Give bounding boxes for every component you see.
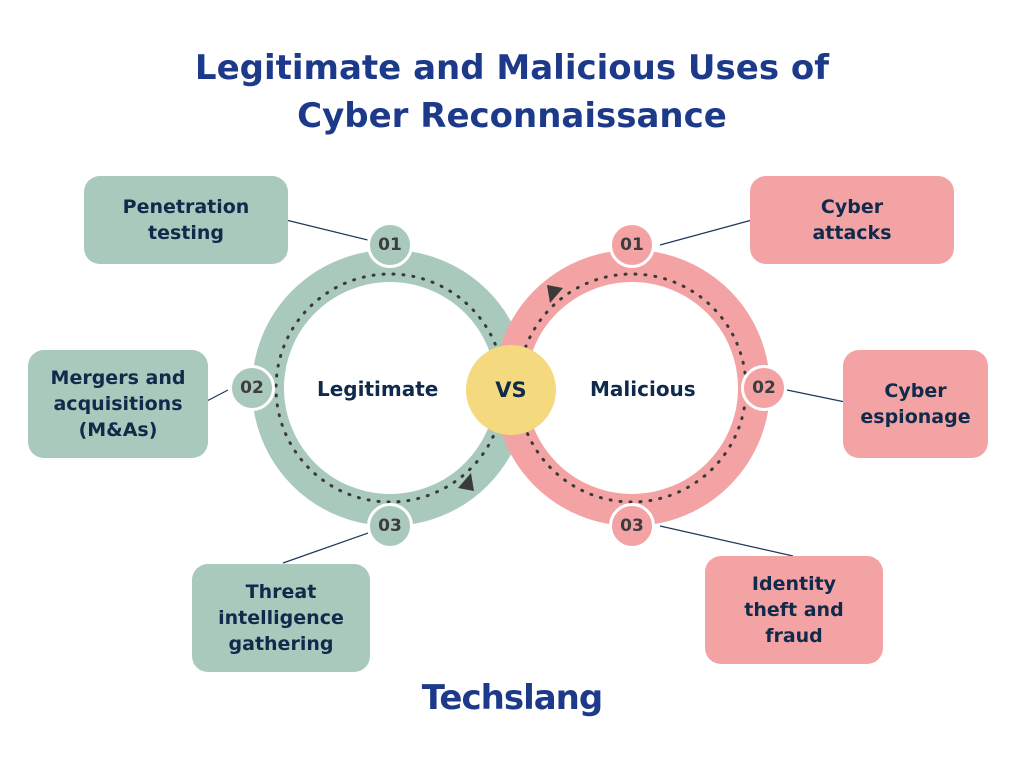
malicious-badge-3: 03 — [609, 503, 655, 549]
legitimate-item-3-box: Threat intelligence gathering — [192, 564, 370, 672]
malicious-center-label: Malicious — [590, 377, 696, 401]
malicious-item-3-box: Identity theft and fraud — [705, 556, 883, 664]
legitimate-item-1-box: Penetration testing — [84, 176, 288, 264]
legitimate-badge-2: 02 — [229, 365, 275, 411]
malicious-item-2-box: Cyber espionage — [843, 350, 988, 458]
legitimate-badge-3: 03 — [367, 503, 413, 549]
connector-line — [204, 389, 229, 403]
malicious-badge-1: 01 — [609, 222, 655, 268]
legitimate-item-1-label: Penetration testing — [122, 196, 250, 244]
brand-logo: Techslang — [421, 678, 603, 718]
connector-line — [659, 525, 794, 557]
title-line-1: Legitimate and Malicious Uses of — [194, 48, 830, 88]
legitimate-arrow-icon — [458, 473, 474, 491]
connector-line — [659, 219, 753, 246]
legitimate-item-2-box: Mergers and acquisitions (M&As) — [28, 350, 208, 458]
vs-badge: VS — [466, 345, 556, 435]
malicious-item-2-label: Cyber espionage — [860, 380, 971, 428]
connector-line — [786, 389, 846, 403]
malicious-item-1-label: Cyber attacks — [812, 196, 892, 244]
malicious-badge-2: 02 — [741, 365, 787, 411]
legitimate-center-label: Legitimate — [317, 377, 439, 401]
page-title: Legitimate and Malicious Uses of Cyber R… — [0, 44, 1024, 140]
legitimate-item-2-label: Mergers and acquisitions (M&As) — [50, 367, 186, 441]
title-line-2: Cyber Reconnaissance — [297, 96, 727, 136]
malicious-item-1-box: Cyber attacks — [750, 176, 954, 264]
legitimate-badge-1: 01 — [367, 222, 413, 268]
malicious-item-3-label: Identity theft and fraud — [744, 573, 844, 647]
malicious-arrow-icon — [547, 285, 563, 303]
legitimate-item-3-label: Threat intelligence gathering — [218, 581, 344, 655]
